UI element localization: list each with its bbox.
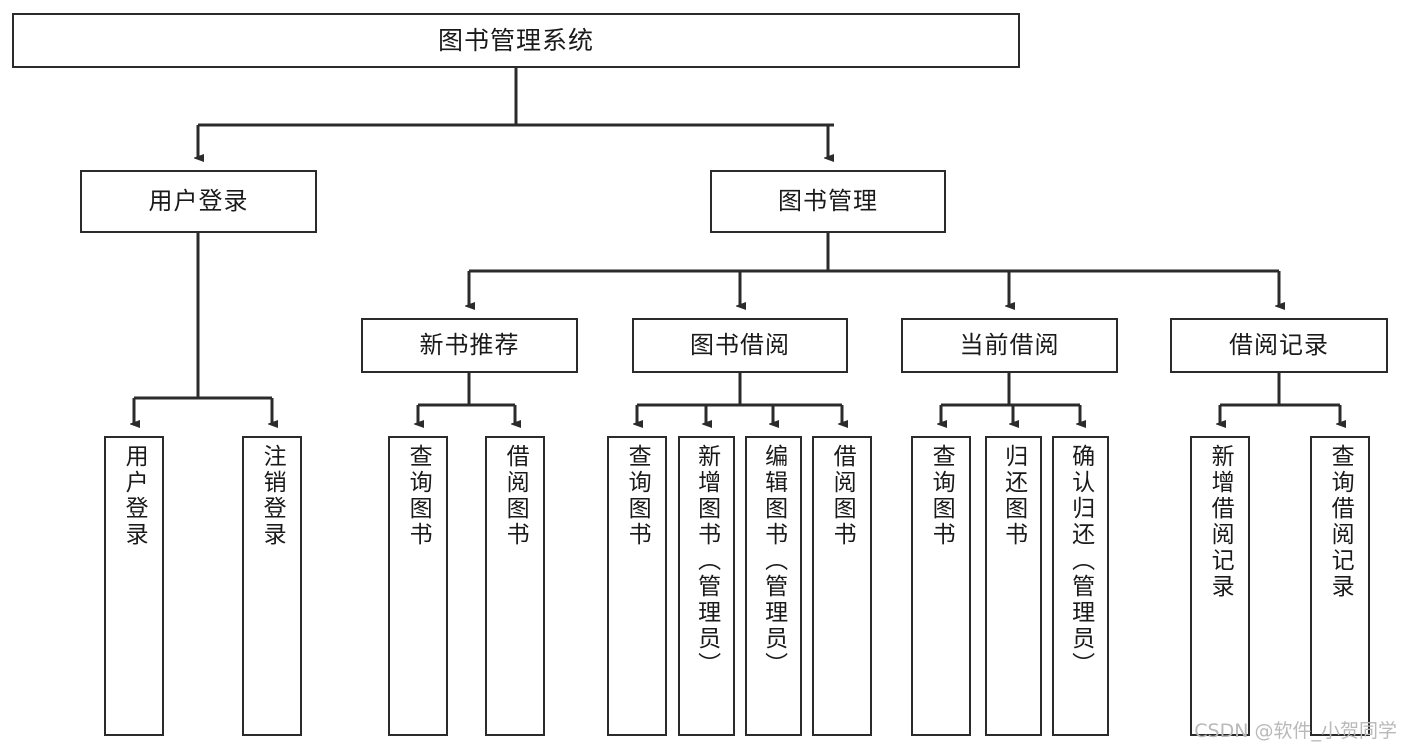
node-label: 新书推荐 bbox=[419, 331, 520, 360]
node-leaf-query-book-borrow[interactable]: 查询图书 bbox=[607, 436, 667, 736]
node-label: 图书借阅 bbox=[690, 331, 790, 360]
node-label: 查询借阅记录 bbox=[1327, 444, 1354, 600]
node-label: 图书管理 bbox=[778, 187, 878, 216]
node-label: 查询图书 bbox=[624, 444, 651, 548]
node-leaf-borrow-book[interactable]: 借阅图书 bbox=[812, 436, 872, 736]
node-label: 新增借阅记录 bbox=[1207, 444, 1234, 600]
node-leaf-logout[interactable]: 注销登录 bbox=[242, 436, 302, 736]
node-label: 借阅图书 bbox=[829, 444, 856, 548]
node-root-book-management-system[interactable]: 图书管理系统 bbox=[12, 13, 1020, 68]
node-current-borrowing[interactable]: 当前借阅 bbox=[901, 318, 1118, 373]
node-leaf-return-book[interactable]: 归还图书 bbox=[985, 436, 1042, 736]
node-label: 确认归还（管理员） bbox=[1067, 444, 1094, 678]
node-label: 借阅记录 bbox=[1229, 331, 1329, 360]
node-leaf-query-book-recommend[interactable]: 查询图书 bbox=[388, 436, 448, 736]
node-leaf-user-login[interactable]: 用户登录 bbox=[104, 436, 164, 736]
node-new-book-recommendation[interactable]: 新书推荐 bbox=[361, 318, 578, 373]
node-leaf-add-book-admin[interactable]: 新增图书（管理员） bbox=[678, 436, 735, 736]
node-label: 归还图书 bbox=[1000, 444, 1027, 548]
node-borrowing-record[interactable]: 借阅记录 bbox=[1170, 318, 1388, 373]
watermark-text: CSDN @软件_小贺同学 bbox=[1194, 720, 1397, 742]
node-user-login[interactable]: 用户登录 bbox=[80, 170, 317, 233]
node-label: 借阅图书 bbox=[502, 444, 529, 548]
node-label: 查询图书 bbox=[405, 444, 432, 548]
node-label: 当前借阅 bbox=[959, 331, 1060, 360]
node-leaf-borrow-book-recommend[interactable]: 借阅图书 bbox=[485, 436, 545, 736]
node-leaf-edit-book-admin[interactable]: 编辑图书（管理员） bbox=[745, 436, 802, 736]
node-label: 新增图书（管理员） bbox=[693, 444, 720, 678]
node-leaf-confirm-return-admin[interactable]: 确认归还（管理员） bbox=[1052, 436, 1109, 736]
node-label: 查询图书 bbox=[928, 444, 955, 548]
node-label: 用户登录 bbox=[148, 187, 249, 216]
node-book-management[interactable]: 图书管理 bbox=[710, 170, 946, 233]
node-label: 用户登录 bbox=[121, 444, 148, 548]
node-book-borrowing[interactable]: 图书借阅 bbox=[632, 318, 848, 373]
node-leaf-query-book-current[interactable]: 查询图书 bbox=[911, 436, 971, 736]
node-leaf-query-borrow-record[interactable]: 查询借阅记录 bbox=[1310, 436, 1370, 736]
node-label: 注销登录 bbox=[259, 444, 286, 548]
node-leaf-add-borrow-record[interactable]: 新增借阅记录 bbox=[1190, 436, 1250, 736]
node-label: 编辑图书（管理员） bbox=[760, 444, 787, 678]
node-label: 图书管理系统 bbox=[437, 25, 594, 55]
